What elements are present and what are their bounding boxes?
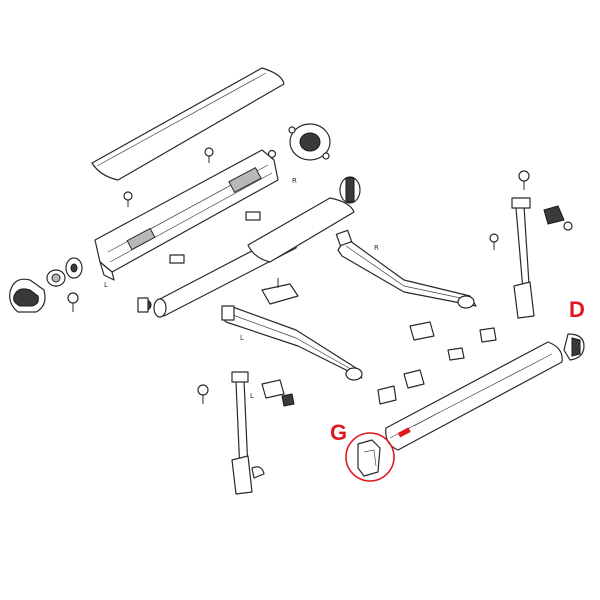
- end-cap-left-screw: [67, 292, 79, 312]
- leg-right-screw-top: [518, 170, 530, 190]
- arm-left: L: [221, 305, 363, 381]
- cassette-right-mark: R: [292, 177, 297, 185]
- end-cap-d: [563, 333, 585, 361]
- clip-2: [169, 254, 185, 264]
- mount-bracket-4: [403, 369, 425, 389]
- leg-left-screw: [197, 384, 209, 404]
- end-cap-left-hub: [65, 257, 83, 279]
- clip-1: [245, 211, 261, 221]
- screw-top-1: [204, 147, 214, 163]
- end-cap-g-highlight-ring: [345, 432, 395, 482]
- end-cap-left: [9, 278, 46, 313]
- support-leg-left: L: [231, 371, 265, 495]
- leg-right-screw-side: [489, 233, 499, 250]
- end-cap-g: [345, 432, 395, 482]
- mount-bracket-1: [409, 321, 435, 341]
- end-cap-right: [288, 123, 331, 161]
- leg-left-mark: L: [250, 392, 254, 400]
- spring-spool: [339, 176, 361, 204]
- screw-top-2: [123, 191, 133, 207]
- fabric-panel: [247, 197, 355, 263]
- leg-right-knob: [543, 205, 573, 231]
- top-cover-panel: [91, 67, 285, 181]
- cassette-housing: L R: [94, 149, 297, 289]
- arm-right-mark: R: [374, 244, 379, 252]
- callout-d-label: D: [569, 297, 585, 322]
- leg-left-bracket: [261, 379, 295, 407]
- support-leg-right: [511, 197, 535, 319]
- arm-bracket-left: [261, 278, 299, 305]
- arm-left-mark: L: [240, 334, 244, 342]
- end-cap-left-bearing: [46, 269, 66, 287]
- callout-g-label: G: [330, 420, 348, 445]
- mount-bracket-2: [447, 347, 465, 361]
- front-profile: [385, 341, 563, 451]
- mount-bracket-3: [479, 327, 497, 343]
- cassette-left-mark: L: [104, 281, 108, 289]
- mount-bracket-5: [377, 385, 397, 405]
- arm-right: R: [335, 229, 477, 309]
